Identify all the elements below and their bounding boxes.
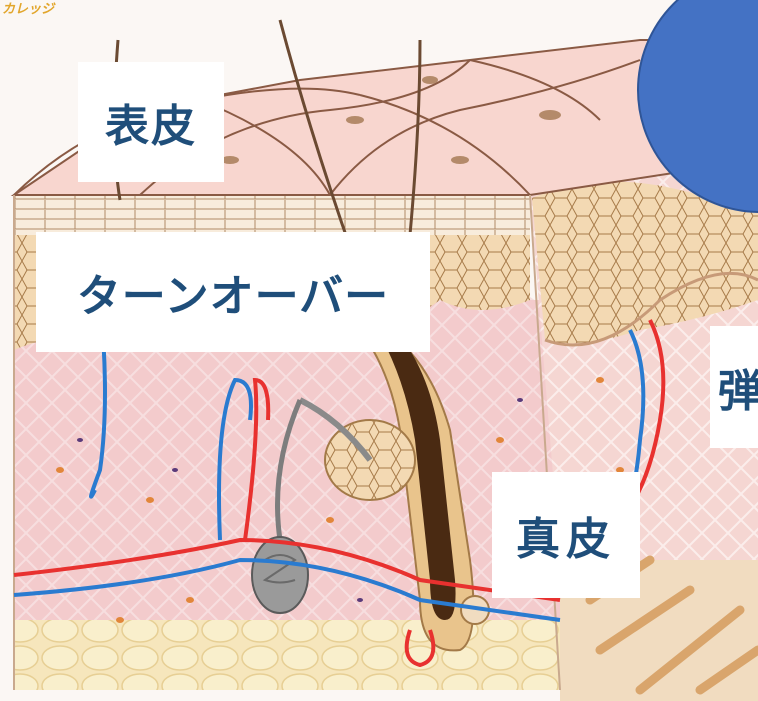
sebaceous-gland bbox=[298, 397, 416, 501]
right-face bbox=[530, 160, 758, 560]
label-epidermis: 表皮 bbox=[78, 62, 224, 182]
sweat-gland bbox=[251, 399, 309, 614]
label-elastic-partial: 弾 bbox=[710, 326, 758, 448]
blue-circle-shape bbox=[637, 0, 758, 213]
dermis-cells-dots bbox=[56, 377, 624, 623]
label-turnover: ターンオーバー bbox=[36, 232, 430, 352]
watermark-logo: カレッジ bbox=[2, 2, 55, 17]
label-dermis: 真皮 bbox=[492, 472, 640, 598]
